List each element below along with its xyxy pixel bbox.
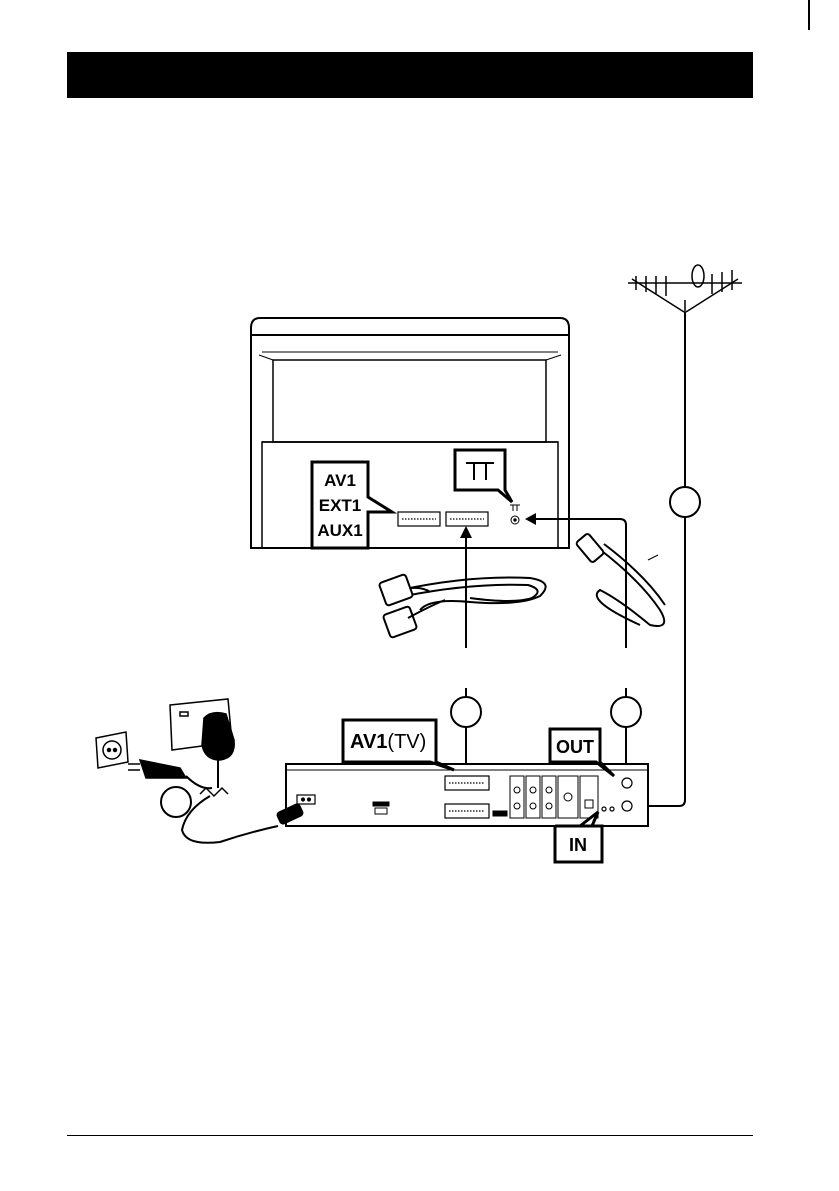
scart-cable-icon <box>379 574 546 638</box>
recorder-scart-label-bold: AV1 <box>350 731 387 753</box>
power-cable <box>182 760 278 843</box>
aerial-out-label: OUT <box>556 737 594 757</box>
recorder-scart-label-callout: AV1(TV) <box>343 720 454 770</box>
tv-label-aux1: AUX1 <box>317 521 362 540</box>
step-marker-power <box>161 787 191 817</box>
eu-wall-socket-icon <box>96 732 128 768</box>
eu-plug-icon <box>128 760 186 778</box>
recorder-scart-label: AV1(TV) <box>350 731 426 753</box>
tv-label-av1: AV1 <box>324 471 356 490</box>
aerial-antenna-icon <box>628 265 742 312</box>
television-rear <box>251 318 569 548</box>
tv-label-ext1: EXT1 <box>319 496 362 515</box>
aerial-in-label: IN <box>569 835 587 855</box>
step-marker-scart <box>451 697 481 727</box>
power-cable-split <box>200 788 228 796</box>
rf-cable-icon <box>576 533 665 626</box>
step-marker-aerial <box>670 487 700 517</box>
step-marker-rf <box>611 697 641 727</box>
recorder-scart-label-normal: (TV) <box>387 731 426 753</box>
